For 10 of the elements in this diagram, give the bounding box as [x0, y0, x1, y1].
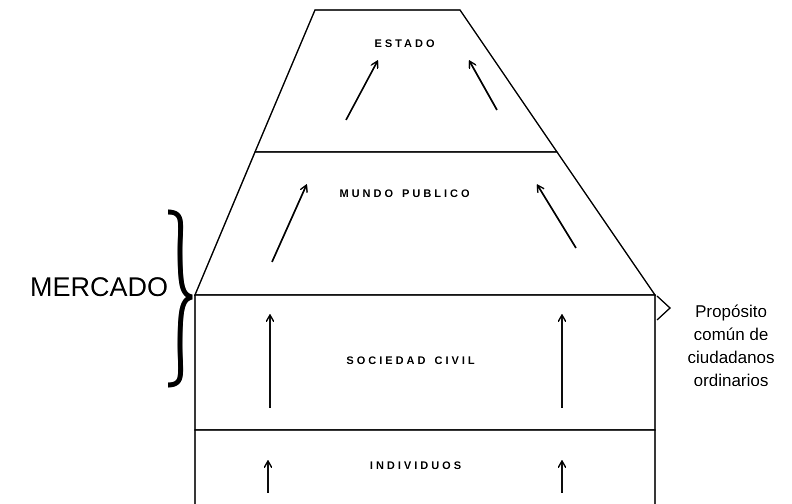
pyramid-layer: [195, 152, 655, 295]
side-label: MERCADO: [28, 272, 168, 302]
layer-label: ESTADO: [374, 38, 438, 50]
layer-label: SOCIEDAD CIVIL: [346, 355, 478, 367]
pyramid-layer: [255, 10, 557, 152]
pyramid-layer: [195, 430, 655, 504]
pyramid-layer: [195, 295, 655, 430]
layer-label: INDIVIDUOS: [370, 460, 464, 472]
layer-label: MUNDO PUBLICO: [339, 188, 473, 200]
note-text: Propósito común de ciudadanos ordinarios: [686, 301, 776, 392]
